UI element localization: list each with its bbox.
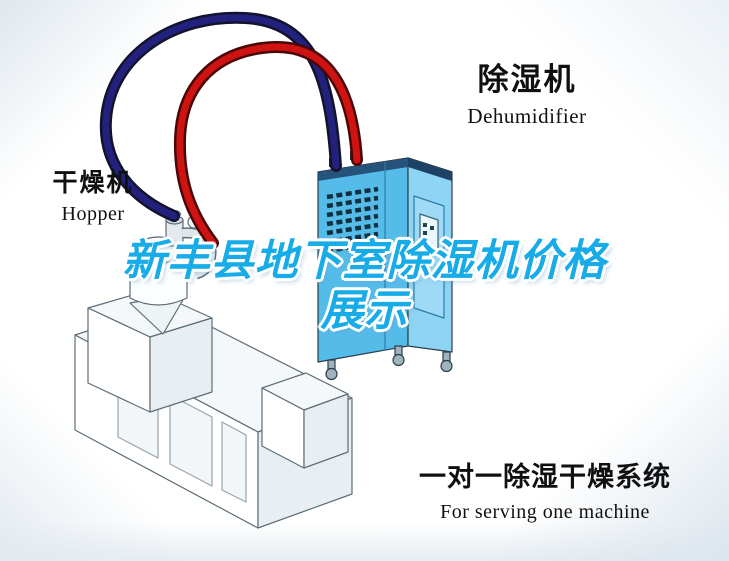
page-title-line2: 展示 (320, 287, 409, 335)
dehumidifier-top-trim-side (408, 158, 452, 181)
end-box-side (303, 393, 349, 469)
hopper-label-en: Hopper (61, 203, 125, 225)
dehumidifier-illustration (317, 151, 453, 381)
page-title-line1: 新丰县地下室除湿机价格 (122, 237, 607, 285)
red-hose (176, 43, 361, 247)
hopper-label-zh: 干燥机 (52, 169, 134, 197)
hopper-ring-seam (129, 257, 188, 264)
hopper-label: 干燥机 Hopper (38, 163, 148, 226)
control-button (430, 226, 434, 230)
feed-block-side (149, 317, 213, 413)
hopper-illustration (129, 210, 217, 335)
dehumidifier-side-face (407, 157, 453, 353)
dehumidifier-label-en: Dehumidifier (467, 104, 587, 128)
page-title: 新丰县地下室除湿机价格 展示 (0, 236, 729, 336)
dehumidifier-label-zh: 除湿机 (477, 62, 577, 97)
system-label-en: For serving one machine (440, 501, 650, 523)
caster-wheels (325, 345, 453, 381)
system-label-zh: 一对一除湿干燥系统 (419, 462, 671, 492)
hoses (99, 11, 363, 249)
hopper-body (129, 257, 188, 306)
system-label: 一对一除湿干燥系统 For serving one machine (400, 455, 690, 524)
extruder-machine (74, 289, 353, 529)
dehumidifier-label: 除湿机 Dehumidifier (438, 54, 616, 129)
control-button (423, 231, 427, 235)
vent-grid (326, 186, 379, 254)
machine-panel (169, 394, 213, 487)
hopper-elbow-duct (181, 228, 215, 278)
navy-hose (102, 14, 340, 220)
machine-panel (221, 421, 247, 503)
control-button (423, 223, 427, 227)
